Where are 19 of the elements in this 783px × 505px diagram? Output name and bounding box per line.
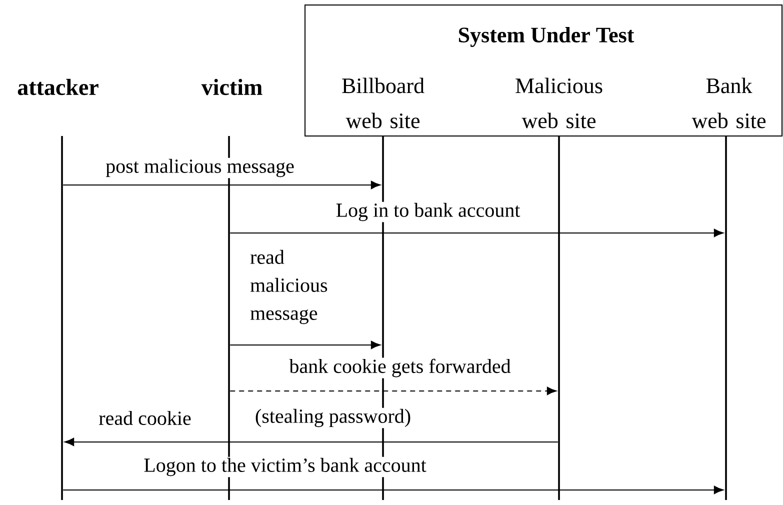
arrow	[62, 486, 724, 494]
lifeline	[228, 136, 230, 500]
edge-label: read malicious message	[249, 248, 351, 326]
participant-label: Bank web site	[692, 78, 766, 128]
edge-label: Logon to the victim’s bank account	[142, 456, 428, 478]
note: (stealing password)	[254, 408, 412, 428]
edge-label: Log in to bank account	[334, 202, 522, 222]
arrow	[230, 340, 381, 350]
arrow	[230, 386, 557, 396]
arrow	[62, 180, 381, 190]
participant-label: Billboard web site	[342, 78, 424, 128]
participant-label: attacker	[18, 78, 98, 96]
arrow	[230, 228, 724, 238]
arrow	[64, 438, 558, 446]
participant-label: Malicious web site	[516, 78, 602, 128]
participant-label: victim	[201, 78, 262, 96]
edge-label: read cookie	[98, 410, 192, 426]
edge-label: post malicious message	[104, 158, 296, 178]
edge-label: bank cookie gets forwarded	[288, 358, 512, 378]
